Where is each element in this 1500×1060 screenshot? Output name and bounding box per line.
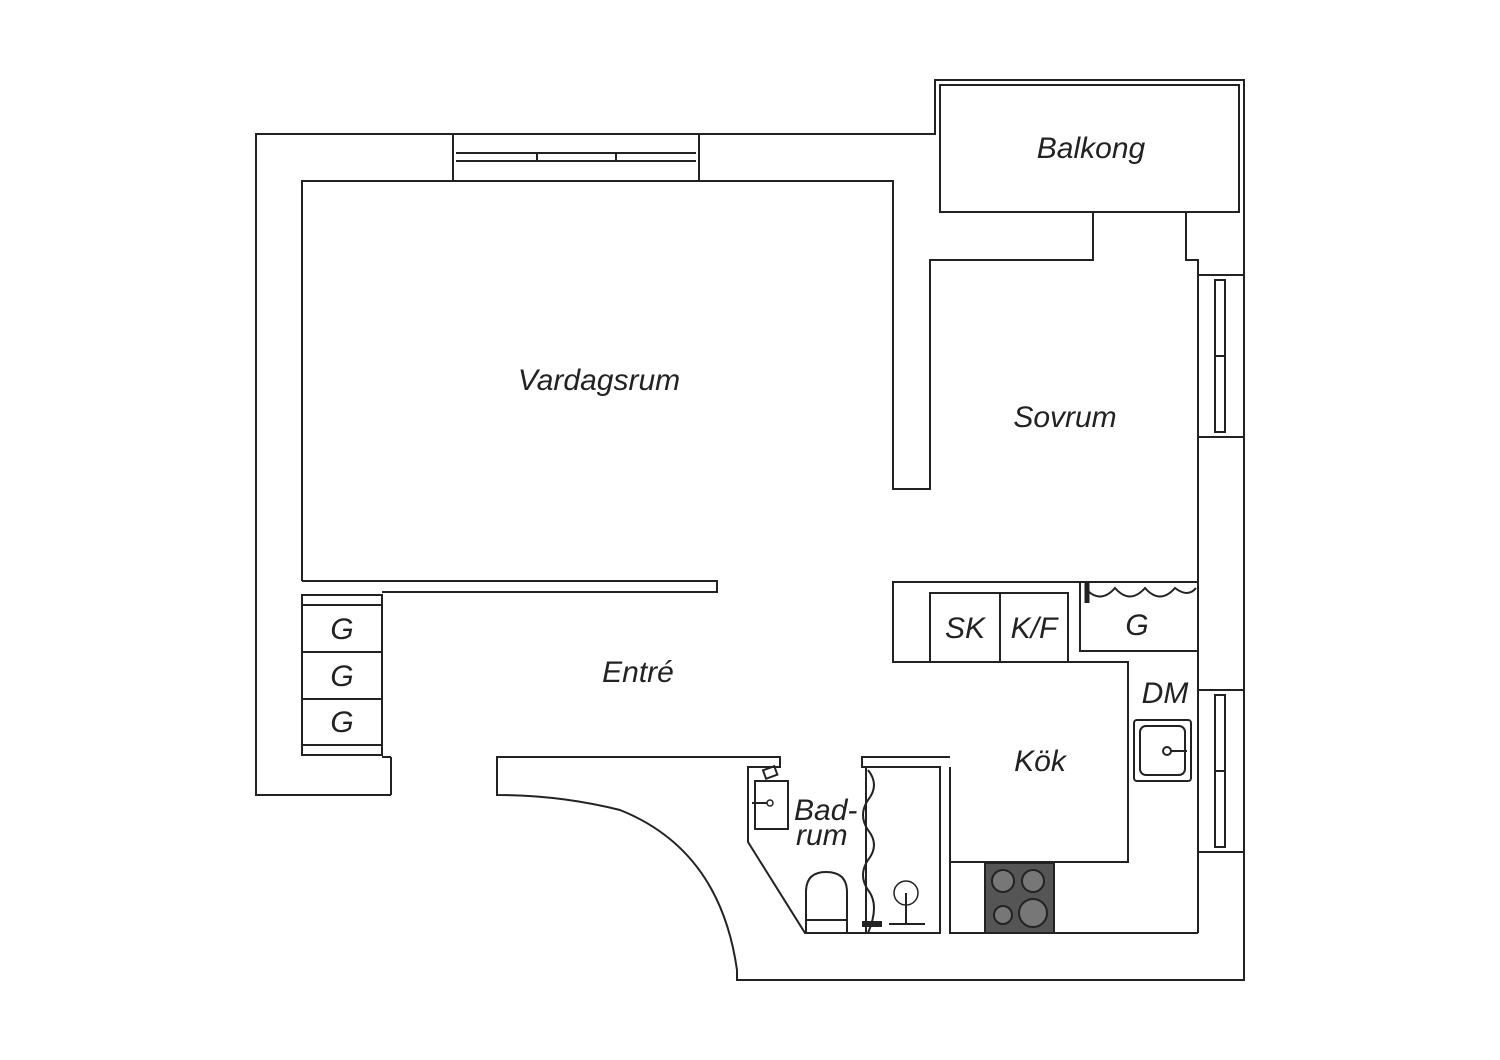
balcony — [939, 84, 1240, 213]
room-label-bathroom: Bad- — [794, 794, 857, 827]
interior-wall — [301, 180, 1094, 581]
toilet — [805, 870, 848, 933]
window-kitchen — [1197, 689, 1245, 853]
closet-curtain — [1084, 586, 1197, 598]
stove — [984, 862, 1055, 934]
shower-curtain — [862, 769, 875, 934]
fixture-label-closet: G — [1125, 609, 1148, 642]
fixture-label-wardrobe: G — [330, 613, 353, 646]
window-bedroom — [1197, 274, 1245, 438]
room-label-bathroom-2: rum — [796, 819, 848, 852]
bathroom-wall — [747, 756, 950, 934]
closet — [1079, 581, 1199, 652]
window-living-room — [452, 133, 700, 182]
interior-wall — [1185, 212, 1199, 583]
room-label-balcony: Balkong — [1037, 132, 1146, 165]
kitchen-counter — [949, 862, 1198, 934]
shower-head — [889, 880, 925, 925]
wardrobes — [301, 594, 383, 756]
fixture-label-dishwasher: DM — [1142, 677, 1189, 710]
fixture-label-wardrobe: G — [330, 660, 353, 693]
room-label-kitchen: Kök — [1014, 745, 1068, 778]
room-label-entrance: Entré — [602, 656, 674, 689]
fixture-label-wardrobe: G — [330, 706, 353, 739]
bathroom-sink — [754, 780, 789, 830]
sink — [1133, 719, 1192, 782]
room-label-living-room: Vardagsrum — [518, 364, 680, 397]
outer-wall — [255, 79, 1245, 981]
fixture-label-fridge-freezer: K/F — [1011, 612, 1059, 645]
fixture-label-freezer: SK — [945, 612, 987, 645]
partition-wall — [302, 580, 718, 593]
room-label-bedroom: Sovrum — [1013, 401, 1116, 434]
